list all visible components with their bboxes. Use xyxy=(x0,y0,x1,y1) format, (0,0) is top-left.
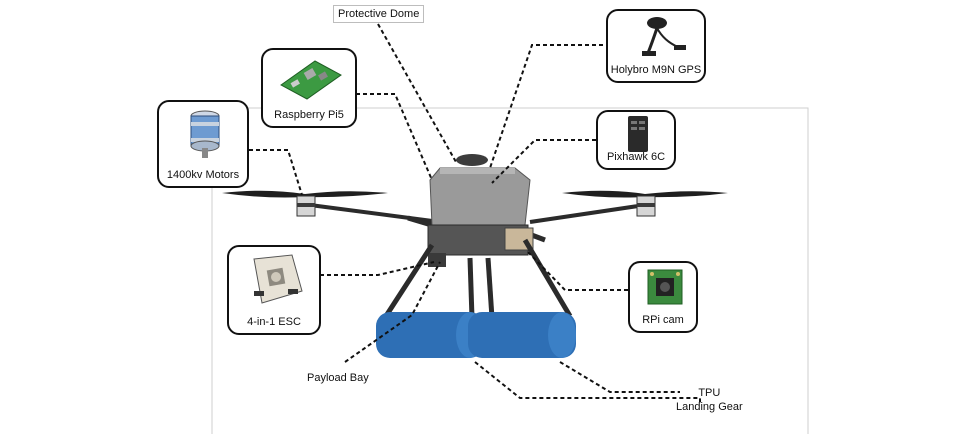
protective-dome-shape xyxy=(429,154,531,226)
landing-float-left xyxy=(376,312,484,358)
protective-dome-text: Protective Dome xyxy=(338,8,420,20)
rpi-cam-label: RPi cam xyxy=(642,314,684,326)
callout-motors: 1400kv Motors xyxy=(157,100,249,188)
leader-pixhawk xyxy=(491,139,596,184)
callout-gps: Holybro M9N GPS xyxy=(606,9,706,83)
propeller-right xyxy=(562,190,728,198)
label-landing-gear: TPU Landing Gear xyxy=(676,386,743,414)
brushless-motor-icon xyxy=(190,110,220,158)
landing-gear-line1: TPU xyxy=(698,387,721,399)
gps-antenna-icon xyxy=(642,17,686,56)
leader-landing-gear xyxy=(474,361,701,404)
callout-rpi-cam: RPi cam xyxy=(628,261,698,333)
pixhawk-controller-icon xyxy=(628,116,648,152)
leg-left-outer xyxy=(383,243,435,318)
leader-motors xyxy=(249,149,303,196)
leg-right-outer xyxy=(522,238,573,318)
motor-right xyxy=(636,195,656,217)
propeller-left xyxy=(222,190,388,198)
esc-label: 4-in-1 ESC xyxy=(247,316,301,328)
callout-pixhawk: Pixhawk 6C xyxy=(596,110,676,170)
landing-float-right xyxy=(468,312,576,358)
leg-right-inner xyxy=(485,257,495,319)
esc-board-icon xyxy=(253,254,303,304)
leader-protective-dome xyxy=(377,23,457,163)
pixhawk-label: Pixhawk 6C xyxy=(606,151,666,163)
leader-gps xyxy=(489,44,610,169)
leg-left-inner xyxy=(467,257,475,319)
camera-module-icon xyxy=(647,269,683,305)
esc-mount xyxy=(428,253,446,267)
label-protective-dome: Protective Dome xyxy=(333,5,425,23)
leader-raspberry-pi xyxy=(356,93,433,181)
payload-bay-text: Payload Bay xyxy=(307,372,369,384)
leader-esc xyxy=(320,261,435,276)
rear-right-arm xyxy=(529,203,646,224)
raspberry-pi-board-icon xyxy=(280,60,342,100)
gps-label: Holybro M9N GPS xyxy=(610,64,702,76)
motor-left xyxy=(296,195,316,217)
leader-payload-bay xyxy=(344,261,441,363)
landing-gear-line2: Landing Gear xyxy=(676,401,743,413)
raspberry-pi-label: Raspberry Pi5 xyxy=(274,109,344,121)
callout-esc: 4-in-1 ESC xyxy=(227,245,321,335)
label-payload-bay: Payload Bay xyxy=(307,372,369,384)
motors-label: 1400kv Motors xyxy=(166,169,240,181)
callout-raspberry-pi: Raspberry Pi5 xyxy=(261,48,357,128)
leader-rpi-cam xyxy=(525,249,628,291)
